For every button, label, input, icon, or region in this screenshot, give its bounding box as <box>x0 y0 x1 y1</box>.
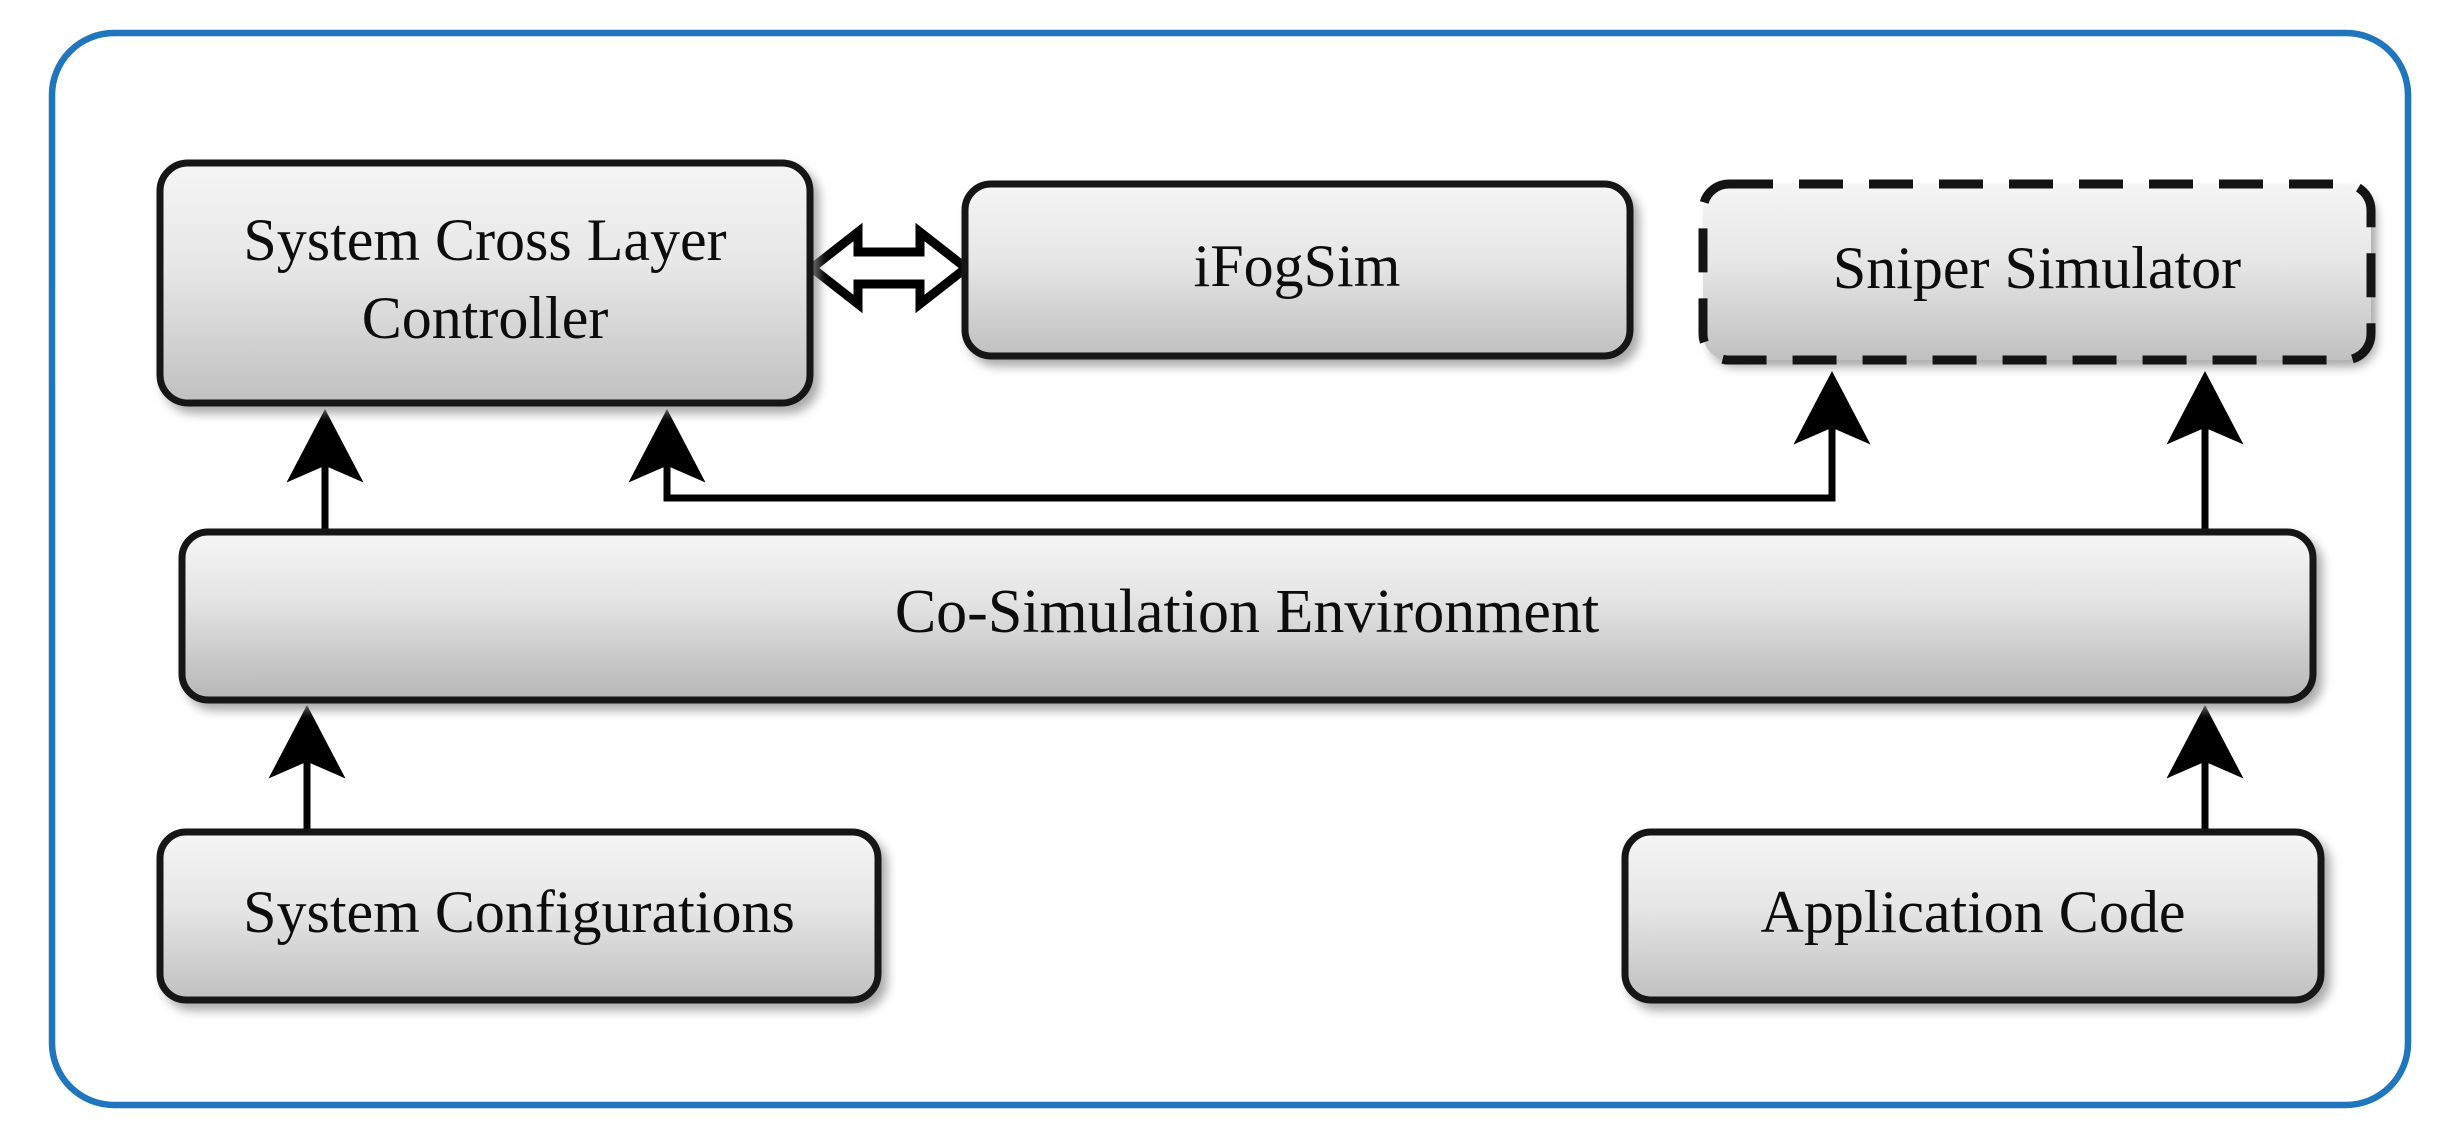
node-box-system-configurations[interactable] <box>156 828 882 1004</box>
node-box-sniper-fill <box>1703 184 2371 360</box>
connector-sniper-to-controller-elbow <box>628 378 1836 502</box>
node-box-application-code[interactable] <box>1621 828 2325 1004</box>
node-label-ifogsim: iFogSim <box>1194 233 1401 299</box>
node-system-configurations[interactable]: System Configurations <box>156 828 882 1004</box>
node-co-simulation-environment[interactable]: Co-Simulation Environment <box>178 528 2317 704</box>
node-box-ifogsim[interactable] <box>961 180 1634 360</box>
node-application-code[interactable]: Application Code <box>1621 828 2325 1004</box>
connector-layer <box>268 371 2244 832</box>
node-ifogsim[interactable]: iFogSim <box>961 180 1634 360</box>
node-sniper-simulator[interactable]: Sniper Simulator <box>1698 179 2376 365</box>
node-label-controller-line1: System Cross Layer <box>243 207 726 273</box>
connector-controller-ifogsim-bidirectional <box>804 222 974 314</box>
node-box-co-simulation-environment[interactable] <box>178 528 2317 704</box>
node-box-sniper-dashed-border[interactable] <box>1698 179 2376 365</box>
node-box-controller[interactable] <box>156 159 814 407</box>
node-system-cross-layer-controller[interactable]: System Cross Layer Controller <box>156 159 814 407</box>
outer-frame <box>48 29 2412 1109</box>
node-label-system-configurations: System Configurations <box>243 879 795 945</box>
node-label-sniper-simulator: Sniper Simulator <box>1833 235 2241 301</box>
node-label-co-simulation-environment: Co-Simulation Environment <box>895 578 1599 646</box>
node-label-application-code: Application Code <box>1761 879 2186 945</box>
node-label-controller-line2: Controller <box>362 285 609 351</box>
